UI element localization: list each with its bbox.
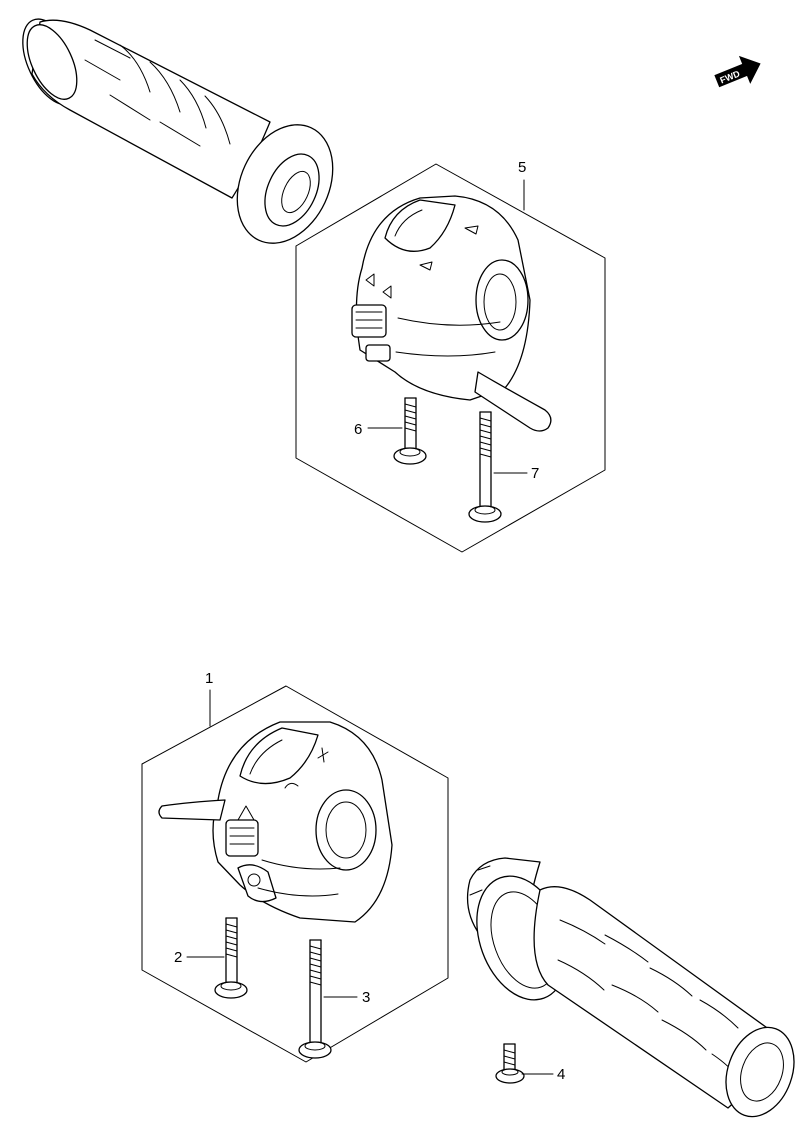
- grip-icon: [466, 857, 795, 1118]
- callout-4: 4: [557, 1066, 565, 1083]
- screw-icon: [214, 917, 248, 999]
- screw-icon: [468, 411, 502, 523]
- callout-5: 5: [518, 159, 526, 176]
- screw-icon: [495, 1043, 525, 1084]
- screw-icon: [298, 939, 332, 1059]
- grip-icon: [22, 18, 334, 244]
- screw-icon: [393, 397, 427, 465]
- callout-1: 1: [205, 670, 213, 687]
- handlebar-switch-icon: [158, 721, 393, 923]
- kit-outline-upper: [295, 163, 606, 553]
- kit-outline-lower: [141, 685, 449, 1063]
- callout-2: 2: [174, 949, 182, 966]
- fwd-label: FWD: [719, 68, 742, 85]
- callout-7: 7: [531, 465, 539, 482]
- callout-3: 3: [362, 989, 370, 1006]
- fwd-arrow-icon: FWD: [714, 55, 761, 88]
- callout-6: 6: [354, 421, 362, 438]
- handlebar-switch-icon: [351, 195, 552, 432]
